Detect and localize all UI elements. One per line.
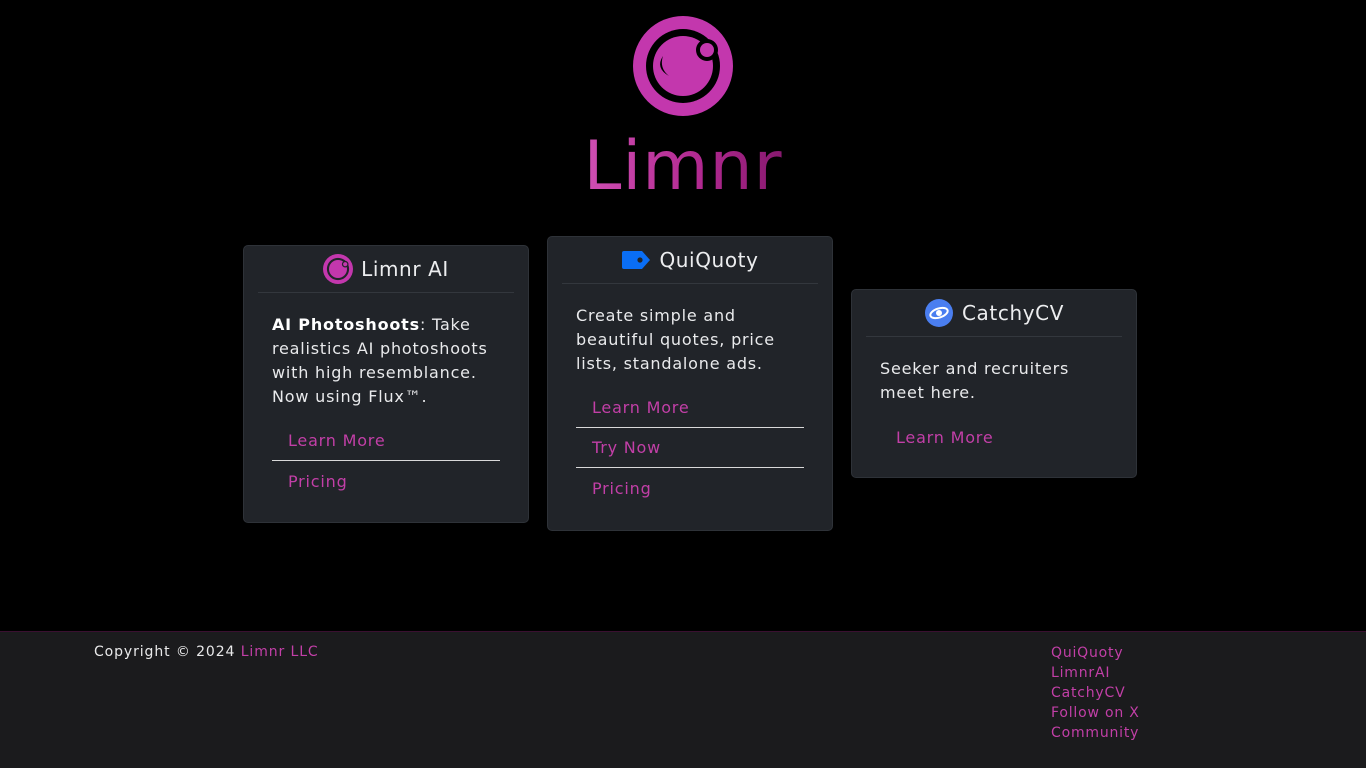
footer-link-follow-on-x[interactable]: Follow on X — [1051, 705, 1140, 721]
card-header: Limnr AI — [258, 246, 514, 293]
learn-more-link[interactable]: Learn More — [592, 398, 690, 417]
list-item: CatchyCV — [1051, 682, 1140, 702]
card-catchycv: CatchyCV Seeker and recruiters meet here… — [851, 289, 1137, 478]
card-quiquoty: QuiQuoty Create simple and beautiful quo… — [547, 236, 833, 531]
footer-link-limnrai[interactable]: LimnrAI — [1051, 665, 1111, 681]
list-item: Community — [1051, 722, 1140, 742]
card-title: Limnr AI — [361, 257, 449, 281]
list-item: Learn More — [272, 421, 500, 461]
card-links: Learn More — [880, 417, 1108, 471]
pricing-link[interactable]: Pricing — [288, 471, 348, 491]
card-title: CatchyCV — [961, 301, 1065, 325]
company-link[interactable]: Limnr LLC — [240, 644, 319, 660]
card-header: CatchyCV — [866, 290, 1122, 337]
card-description: Seeker and recruiters meet here. — [880, 359, 1070, 402]
card-links: Learn More Pricing — [272, 421, 500, 515]
card-limnr-ai: Limnr AI AI Photoshoots: Take realistics… — [243, 245, 529, 523]
pricing-link[interactable]: Pricing — [592, 478, 652, 498]
limnr-logo-icon — [323, 254, 354, 284]
list-item: Try Now — [576, 428, 804, 468]
footer: Copyright © 2024 Limnr LLC QuiQuoty Limn… — [0, 631, 1366, 768]
card-description: Create simple and beautiful quotes, pric… — [576, 306, 775, 373]
catchycv-logo-icon — [924, 298, 954, 328]
list-item: LimnrAI — [1051, 662, 1140, 682]
copyright-text: Copyright © 2024 Limnr LLC — [94, 644, 319, 660]
footer-link-quiquoty[interactable]: QuiQuoty — [1051, 645, 1124, 661]
card-header: QuiQuoty — [562, 237, 818, 284]
limnr-logo-icon — [633, 16, 733, 116]
price-tag-icon — [621, 245, 651, 275]
list-item: Pricing — [272, 461, 500, 501]
footer-links: QuiQuoty LimnrAI CatchyCV Follow on X Co… — [1051, 642, 1140, 742]
footer-link-catchycv[interactable]: CatchyCV — [1051, 685, 1126, 701]
try-now-link[interactable]: Try Now — [592, 438, 661, 457]
list-item: Learn More — [576, 388, 804, 428]
footer-link-community[interactable]: Community — [1051, 725, 1140, 741]
list-item: Learn More — [880, 417, 1108, 457]
list-item: QuiQuoty — [1051, 642, 1140, 662]
card-links: Learn More Try Now Pricing — [576, 388, 804, 522]
page-title: Limnr — [583, 127, 783, 206]
list-item: Pricing — [576, 468, 804, 508]
learn-more-link[interactable]: Learn More — [896, 427, 994, 447]
list-item: Follow on X — [1051, 702, 1140, 722]
card-title: QuiQuoty — [659, 248, 759, 272]
card-description: AI Photoshoots: Take realistics AI photo… — [272, 315, 488, 406]
learn-more-link[interactable]: Learn More — [288, 431, 386, 450]
